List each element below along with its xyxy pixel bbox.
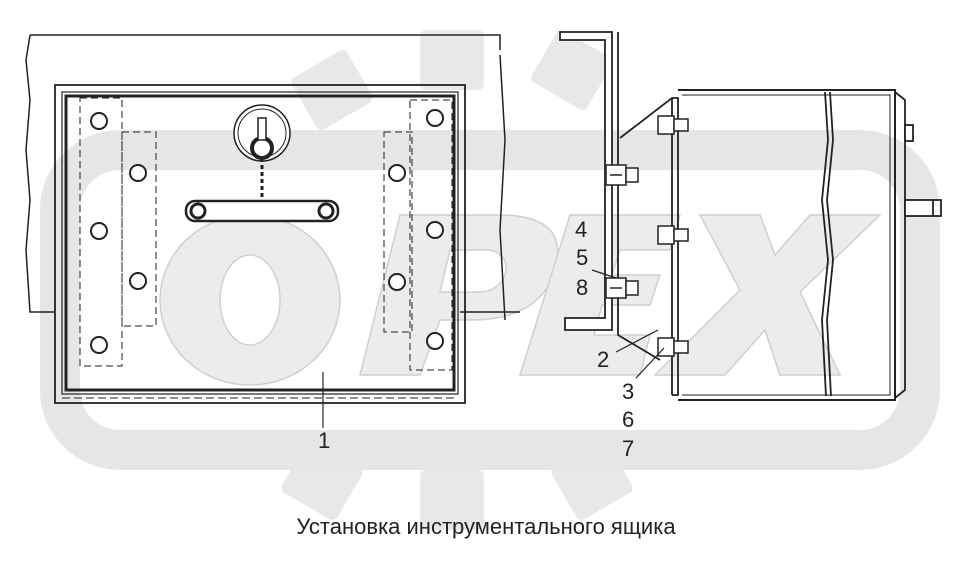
- tool-box-side-view: [559, 31, 942, 401]
- callout-5: 5: [576, 245, 589, 270]
- watermark-letters: [159, 214, 882, 386]
- side-leader-lines: [591, 269, 665, 379]
- callout-1: 1: [318, 428, 331, 453]
- callout-4: 4: [575, 217, 588, 242]
- callout-2: 2: [597, 347, 610, 372]
- callout-7: 7: [622, 436, 635, 461]
- callout-3: 3: [622, 379, 635, 404]
- callout-8: 8: [576, 275, 589, 300]
- watermark-logo: [40, 30, 940, 530]
- front-view-bolts: [90, 109, 444, 354]
- frame-rail: [25, 34, 520, 321]
- callout-6: 6: [622, 407, 635, 432]
- tool-box-front-view: [54, 84, 466, 404]
- side-view-bolts: [605, 115, 689, 357]
- figure-caption: Установка инструментального ящика: [296, 514, 676, 539]
